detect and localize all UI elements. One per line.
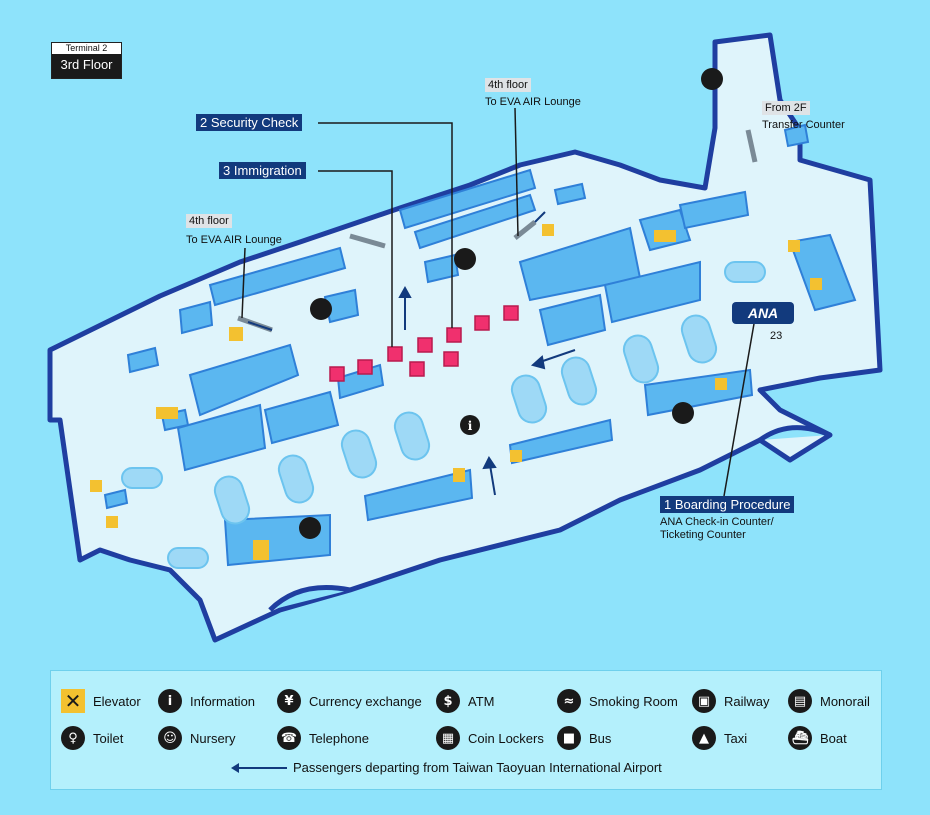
toilet-icon: ♀ — [61, 726, 85, 750]
legend-information: i Information — [158, 688, 255, 714]
lounge-left-label: To EVA AIR Lounge — [186, 234, 282, 246]
legend-railway: ▣ Railway — [692, 688, 770, 714]
seating-pods — [121, 261, 766, 569]
legend-toilet: ♀ Toilet — [61, 725, 123, 751]
legend-bus: ■ Bus — [557, 725, 611, 751]
map-legend: ✕ Elevator i Information ¥ Currency exch… — [50, 670, 882, 790]
counter-blocks — [103, 123, 857, 567]
ana-counter-label-1: ANA Check-in Counter/ — [660, 516, 774, 528]
terminal-label: Terminal 2 — [52, 43, 121, 54]
smoking-room-icon: ≈ — [557, 689, 581, 713]
legend-nursery: ☺ Nursery — [158, 725, 236, 751]
immigration-callout: 3 Immigration — [219, 162, 306, 179]
legend-taxi: ▲ Taxi — [692, 725, 747, 751]
map-icons — [299, 68, 723, 539]
legend-elevator: ✕ Elevator — [61, 688, 141, 714]
legend-coin-lockers: ▦ Coin Lockers — [436, 725, 544, 751]
elevator-markers — [90, 224, 822, 560]
departing-arrow-icon — [231, 763, 287, 773]
boat-icon: ⛴ — [788, 726, 812, 750]
taxi-icon: ▲ — [692, 726, 716, 750]
departure-arrows — [247, 211, 576, 496]
terminal-floor — [47, 32, 883, 643]
legend-atm: $ ATM — [436, 688, 494, 714]
legend-boat: ⛴ Boat — [788, 725, 847, 751]
atm-icon: $ — [436, 689, 460, 713]
departing-note: Passengers departing from Taiwan Taoyuan… — [293, 760, 662, 775]
security-booths — [329, 305, 519, 382]
floor-label: 3rd Floor — [60, 57, 113, 72]
transfer-counter-label: Transfer Counter — [762, 119, 845, 131]
currency-exchange-icon: ¥ — [277, 689, 301, 713]
monorail-icon: ▤ — [788, 689, 812, 713]
legend-currency-exchange: ¥ Currency exchange — [277, 688, 422, 714]
elevator-icon: ✕ — [61, 689, 85, 713]
legend-smoking-room: ≈ Smoking Room — [557, 688, 678, 714]
lounge-top-floor-tag: 4th floor — [485, 78, 531, 92]
lounge-top-label: To EVA AIR Lounge — [485, 96, 581, 108]
coin-lockers-icon: ▦ — [436, 726, 460, 750]
legend-telephone: ☎ Telephone — [277, 725, 369, 751]
from-2f-tag: From 2F — [762, 101, 810, 115]
railway-icon: ▣ — [692, 689, 716, 713]
information-icon: i — [158, 689, 182, 713]
ana-counter-label-2: Ticketing Counter — [660, 529, 746, 541]
gate-number: 23 — [770, 330, 783, 342]
boarding-procedure-callout: 1 Boarding Procedure — [660, 496, 795, 513]
information-icon: i — [468, 419, 473, 433]
nursery-icon: ☺ — [158, 726, 182, 750]
bus-icon: ■ — [557, 726, 581, 750]
lounge-left-floor-tag: 4th floor — [186, 214, 232, 228]
floor-badge: Terminal 2 3rd Floor — [51, 42, 122, 79]
callout-lines — [241, 107, 756, 497]
security-check-callout: 2 Security Check — [196, 114, 303, 131]
legend-monorail: ▤ Monorail — [788, 688, 870, 714]
telephone-icon: ☎ — [277, 726, 301, 750]
ana-logo: ANA — [732, 302, 794, 324]
